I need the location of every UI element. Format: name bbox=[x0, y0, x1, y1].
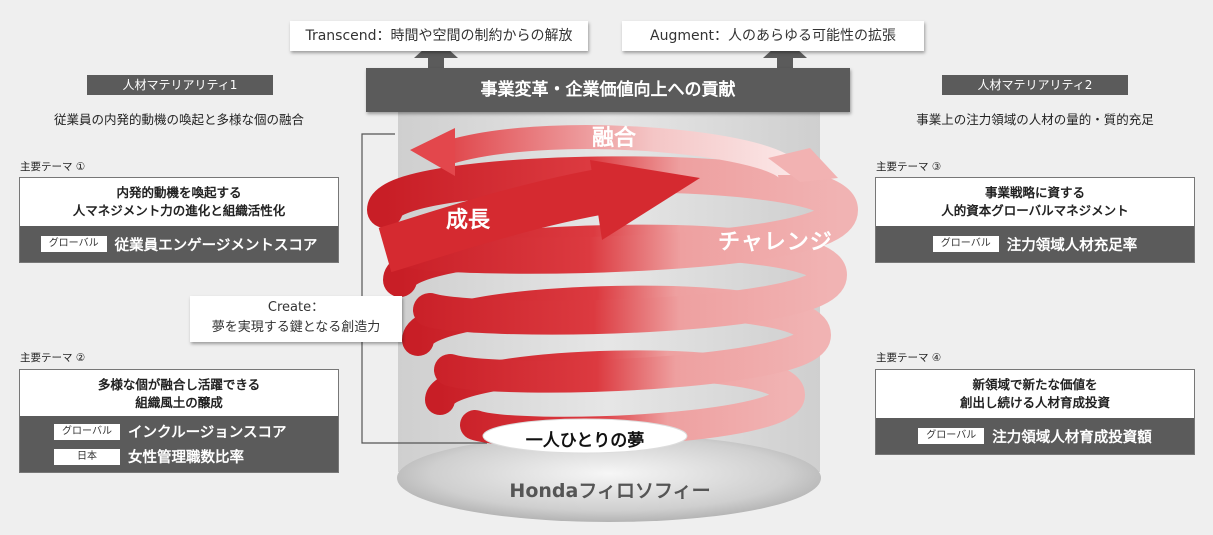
create-callout: Create： 夢を実現する鍵となる創造力 bbox=[190, 296, 402, 342]
growth-arrowhead bbox=[590, 160, 700, 240]
theme3-line2: 人的資本グローバルマネジメント bbox=[941, 203, 1129, 218]
theme1-kpis: グローバル 従業員エンゲージメントスコア bbox=[20, 226, 338, 262]
kpi-row: 日本 女性管理職数比率 bbox=[54, 446, 244, 467]
theme1-card: 内発的動機を喚起する 人マネジメント力の進化と組織活性化 グローバル 従業員エン… bbox=[19, 177, 339, 263]
theme4-label: 主要テーマ ④ bbox=[876, 352, 942, 364]
theme1-line1: 内発的動機を喚起する bbox=[116, 185, 242, 200]
kpi-row: グローバル 注力領域人材育成投資額 bbox=[918, 426, 1152, 447]
kpi-scope-tag: グローバル bbox=[54, 423, 120, 440]
theme4-line1: 新領域で新たな価値を bbox=[972, 377, 1098, 392]
theme3-card: 事業戦略に資する 人的資本グローバルマネジメント グローバル 注力領域人材充足率 bbox=[875, 177, 1195, 263]
theme2-line2: 組織風土の醸成 bbox=[135, 395, 223, 410]
create-line1: Create： bbox=[267, 300, 325, 315]
bracket-line bbox=[361, 133, 487, 444]
kpi-name: 女性管理職数比率 bbox=[128, 450, 244, 466]
materiality2-desc: 事業上の注力領域の人材の量的・質的充足 bbox=[916, 112, 1154, 127]
kpi-scope-tag: グローバル bbox=[932, 236, 999, 252]
kpi-name: 従業員エンゲージメントスコア bbox=[114, 237, 318, 254]
kpi-scope-tag: 日本 bbox=[54, 448, 120, 465]
materiality2-tag: 人材マテリアリティ2 bbox=[942, 75, 1128, 95]
create-line2: 夢を実現する鍵となる創造力 bbox=[211, 320, 381, 335]
theme4-card: 新領域で新たな価値を 創出し続ける人材育成投資 グローバル 注力領域人材育成投資… bbox=[875, 369, 1195, 455]
growth-label: 成長 bbox=[446, 208, 491, 233]
challenge-label: チャレンジ bbox=[718, 230, 833, 255]
kpi-row: グローバル インクルージョンスコア bbox=[54, 421, 286, 442]
kpi-name: 注力領域人材充足率 bbox=[1006, 237, 1138, 254]
dream-label: 一人ひとりの夢 bbox=[525, 431, 645, 451]
business-banner: 事業変革・企業価値向上への貢献 bbox=[366, 68, 850, 112]
kpi-scope-tag: グローバル bbox=[918, 428, 985, 444]
materiality1-tag: 人材マテリアリティ1 bbox=[87, 75, 273, 95]
kpi-scope-tag: グローバル bbox=[40, 236, 107, 252]
theme1-card-title: 内発的動機を喚起する 人マネジメント力の進化と組織活性化 bbox=[20, 178, 338, 226]
kpi-name: 注力領域人材育成投資額 bbox=[992, 429, 1152, 446]
theme1-line2: 人マネジメント力の進化と組織活性化 bbox=[72, 203, 286, 218]
cylinder-base bbox=[397, 434, 821, 522]
philosophy-label: Hondaフィロソフィー bbox=[509, 480, 711, 502]
theme3-line1: 事業戦略に資する bbox=[984, 185, 1085, 200]
theme2-card-title: 多様な個が融合し活躍できる 組織風土の醸成 bbox=[20, 370, 338, 416]
theme4-card-title: 新領域で新たな価値を 創出し続ける人材育成投資 bbox=[876, 370, 1194, 418]
fusion-label: 融合 bbox=[592, 126, 637, 151]
kpi-name: インクルージョンスコア bbox=[128, 425, 287, 441]
kpi-row: グローバル 注力領域人材充足率 bbox=[932, 234, 1138, 255]
theme2-kpis: グローバル インクルージョンスコア 日本 女性管理職数比率 bbox=[20, 416, 338, 472]
augment-callout: Augment：人のあらゆる可能性の拡張 bbox=[622, 21, 924, 51]
spiral-loop-1 bbox=[367, 156, 859, 274]
kpi-row: グローバル 従業員エンゲージメントスコア bbox=[40, 234, 318, 255]
transcend-callout: Transcend：時間や空間の制約からの解放 bbox=[290, 21, 588, 51]
growth-arrow-body bbox=[378, 167, 614, 273]
dream-ellipse bbox=[482, 418, 688, 454]
right-arrowhead bbox=[768, 148, 838, 182]
theme3-card-title: 事業戦略に資する 人的資本グローバルマネジメント bbox=[876, 178, 1194, 226]
theme2-card: 多様な個が融合し活躍できる 組織風土の醸成 グローバル インクルージョンスコア … bbox=[19, 369, 339, 473]
theme3-kpis: グローバル 注力領域人材充足率 bbox=[876, 226, 1194, 262]
theme2-line1: 多様な個が融合し活躍できる bbox=[97, 377, 261, 392]
materiality1-desc: 従業員の内発的動機の喚起と多様な個の融合 bbox=[53, 112, 304, 127]
theme3-label: 主要テーマ ③ bbox=[876, 161, 942, 173]
top-arc-arrowhead bbox=[410, 128, 455, 176]
theme4-line2: 創出し続ける人材育成投資 bbox=[959, 395, 1110, 410]
theme4-kpis: グローバル 注力領域人材育成投資額 bbox=[876, 418, 1194, 454]
theme2-label: 主要テーマ ② bbox=[20, 352, 86, 364]
theme1-label: 主要テーマ ① bbox=[20, 161, 86, 173]
